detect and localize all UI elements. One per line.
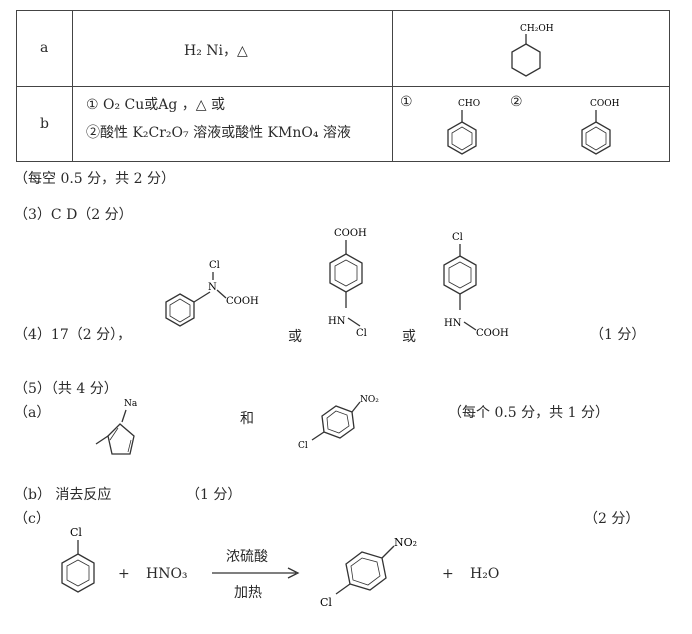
answer-q3: （3）C D（2 分） <box>14 207 133 223</box>
q5-b-score: （1 分） <box>186 487 242 503</box>
answer-q5-a: （a） <box>14 405 51 421</box>
q5-a-score: （每个 0.5 分，共 1 分） <box>448 405 609 421</box>
p-chlorophenyl-carbamic-acid-structure: Cl HN COOH <box>443 232 509 339</box>
plus-1: + <box>118 566 130 582</box>
label-hn-1: HN <box>328 316 346 327</box>
label-cl-5: Cl <box>70 526 82 539</box>
answer-q5: （5）（共 4 分） <box>14 381 118 397</box>
label-na: Na <box>124 399 138 409</box>
catalyst-label: 浓硫酸 <box>226 549 268 565</box>
chlorobenzene-structure: Cl <box>61 526 95 593</box>
benzaldehyde-structure: CHO <box>447 99 480 155</box>
table-score-note: （每空 0.5 分，共 2 分） <box>14 171 175 187</box>
row-b-label: b <box>40 116 49 132</box>
n-chloro-carbamic-acid-structure: N Cl COOH <box>165 260 259 327</box>
answer-q5-b: （b） 消去反应 <box>14 487 112 503</box>
plus-2: + <box>442 566 454 582</box>
label-cooh-3: COOH <box>334 228 367 239</box>
condition-label: 加热 <box>234 585 262 601</box>
label-cooh: COOH <box>590 99 620 109</box>
label-no2-2: NO₂ <box>394 536 417 549</box>
p-chloronitrobenzene-structure-large: NO₂ Cl <box>320 536 417 609</box>
label-hn-2: HN <box>444 318 462 329</box>
p-carboxy-n-chloroaniline-structure: COOH HN Cl <box>328 228 367 339</box>
row-a-reagent: H₂ Ni，△ <box>184 43 248 59</box>
answer-q4: （4）17（2 分）， <box>14 327 132 343</box>
row-b-condition-2: ②酸性 K₂Cr₂O₇ 溶液或酸性 KMnO₄ 溶液 <box>86 125 351 141</box>
sodium-triazole-structure: Na <box>95 399 138 455</box>
q4-score: （1 分） <box>590 327 646 343</box>
cyclohexylmethanol-structure: CH₂OH <box>511 24 554 77</box>
label-cl-6: Cl <box>320 596 332 609</box>
row-a-label: a <box>40 40 49 56</box>
row-b-condition-1: ① O₂ Cu或Ag ，△ 或 <box>86 97 226 113</box>
label-cl-3: Cl <box>452 232 463 243</box>
or-1: 或 <box>288 329 302 345</box>
label-cooh-4: COOH <box>476 328 509 339</box>
p-chloronitrobenzene-structure-small: NO₂ Cl <box>298 395 379 451</box>
label-cooh-2: COOH <box>226 296 259 307</box>
row-b-mark-2: ② <box>510 94 523 110</box>
label-cl-2: Cl <box>356 328 367 339</box>
label-cho: CHO <box>458 99 480 109</box>
and-word: 和 <box>240 411 254 427</box>
row-b-mark-1: ① <box>400 94 413 110</box>
table-col-divider-1 <box>72 10 73 162</box>
label-no2-1: NO₂ <box>360 395 379 405</box>
reaction-arrow <box>212 567 300 579</box>
label-cl-4: Cl <box>298 441 308 451</box>
label-ch2oh: CH₂OH <box>520 24 554 34</box>
label-cl-1: Cl <box>209 260 220 271</box>
benzoic-acid-structure: COOH <box>581 99 620 155</box>
answer-q5-c: （c） <box>14 511 50 527</box>
reagent-hno3: HNO₃ <box>146 566 188 582</box>
table-col-divider-2 <box>392 10 393 162</box>
table-row-divider <box>16 86 670 87</box>
or-2: 或 <box>402 329 416 345</box>
label-n: N <box>208 282 217 293</box>
q5-c-score: （2 分） <box>584 511 640 527</box>
product-h2o: H₂O <box>470 566 500 582</box>
